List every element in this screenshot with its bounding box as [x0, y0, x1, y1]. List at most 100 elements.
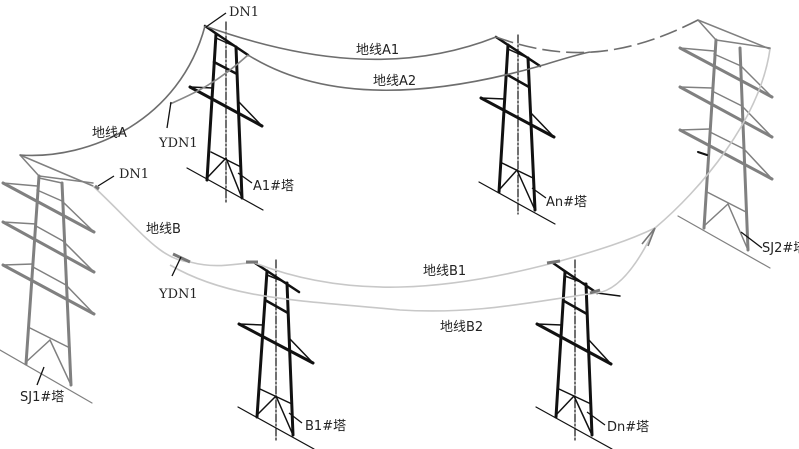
- tower-peak: [253, 261, 301, 294]
- tower-peak: [203, 24, 250, 57]
- tower-brace: [32, 266, 67, 286]
- ground-line: [478, 181, 556, 225]
- tower-arm: [189, 86, 214, 89]
- label-wire-b1: 地线B1: [423, 264, 466, 279]
- tower-brace: [516, 169, 536, 211]
- ydn1-b-fitting: [172, 252, 191, 264]
- tower-arm: [2, 221, 37, 225]
- leader-ydn1-a: [166, 101, 172, 129]
- wire-clamp-mark: [697, 151, 708, 156]
- wire-a1-dashed-old: [495, 19, 699, 54]
- label-tower-b1: B1#塔: [305, 419, 346, 434]
- tower-brace: [215, 37, 237, 48]
- tower-peak: [19, 154, 40, 177]
- tower-brace: [29, 327, 71, 349]
- tower-leg: [285, 281, 295, 437]
- tower-brace: [504, 72, 531, 89]
- ground-line: [0, 349, 93, 404]
- tower-arm: [237, 100, 263, 127]
- tower-sj1: [0, 154, 96, 404]
- tower-brace: [564, 275, 587, 285]
- tower-brace: [706, 191, 747, 213]
- tower-arm: [480, 97, 506, 100]
- leader-dn: [586, 411, 606, 426]
- leader-a1: [237, 172, 253, 184]
- tower-brace: [573, 395, 593, 436]
- tower-dn: [535, 259, 621, 449]
- ground-line: [677, 215, 771, 269]
- tower-leg: [584, 282, 594, 437]
- leader-b1: [288, 412, 303, 424]
- tower-brace: [555, 395, 575, 416]
- wire-a-lower-branch: [169, 54, 249, 105]
- leader-sj1: [36, 366, 45, 386]
- tower-brace: [38, 177, 63, 184]
- tower-leg: [24, 174, 41, 366]
- tower-brace: [25, 339, 51, 363]
- tower-peak: [697, 19, 771, 50]
- tower-peak: [38, 175, 94, 184]
- wire-arrow-icon: [641, 227, 656, 247]
- label-ydn1-a: YDN1: [158, 136, 198, 151]
- tower-arm: [1, 220, 96, 274]
- wire-group-a: [19, 19, 699, 157]
- tower-arm: [2, 182, 38, 187]
- tower-arm: [741, 105, 773, 138]
- wire-a2: [247, 51, 591, 92]
- tower-arm: [679, 47, 715, 52]
- label-wire-a1: 地线A1: [356, 43, 399, 58]
- tower-arm: [65, 284, 95, 315]
- tower-arm: [740, 65, 773, 98]
- tower-arm: [2, 263, 34, 266]
- label-tower-sj2: SJ2#塔: [762, 241, 799, 256]
- wire-b2: [169, 227, 656, 312]
- wire-group-b: [92, 48, 771, 312]
- wire-a1: [204, 25, 497, 61]
- tower-arm: [479, 96, 556, 139]
- tower-arm: [238, 323, 264, 326]
- leader-ydn1-b: [171, 256, 182, 277]
- leaders: [36, 12, 763, 426]
- tower-brace: [713, 53, 742, 67]
- fitting-mark: [546, 259, 561, 265]
- tower-brace: [225, 157, 243, 199]
- tower-brace: [711, 90, 743, 107]
- tower-brace: [212, 60, 239, 76]
- tower-leg: [205, 32, 218, 182]
- tower-brace: [498, 169, 518, 191]
- tower-peak: [697, 19, 717, 41]
- tower-arm: [679, 128, 711, 131]
- tower-arm: [587, 338, 612, 365]
- tower-brace: [256, 395, 277, 416]
- label-wire-a: 地线A: [92, 126, 127, 141]
- label-dn1-sj1: DN1: [119, 167, 149, 182]
- label-wire-a2: 地线A2: [373, 74, 416, 89]
- tower-arm: [288, 337, 314, 364]
- label-wire-b2: 地线B2: [440, 320, 483, 335]
- tower-leg: [234, 45, 244, 200]
- tower-arm: [61, 200, 95, 233]
- tower-brace: [703, 203, 729, 227]
- tower-arm: [188, 85, 264, 128]
- tower-peak: [715, 39, 771, 49]
- tower-arm: [1, 181, 96, 234]
- tower-arm: [536, 323, 563, 326]
- leader-sj2: [740, 231, 763, 249]
- tower-sj2: [677, 19, 774, 269]
- leader-dn1-top: [205, 12, 227, 28]
- tower-brace: [266, 274, 288, 284]
- tower-arm: [743, 148, 773, 180]
- tower-brace: [709, 131, 745, 150]
- tower-brace: [507, 48, 529, 59]
- tower-brace: [562, 299, 589, 316]
- tower-arm: [62, 240, 95, 273]
- label-ydn1-b: YDN1: [158, 287, 198, 302]
- tower-brace: [206, 157, 227, 179]
- wire-a: [19, 25, 206, 157]
- wire-b: [92, 185, 191, 263]
- label-wire-b: 地线B: [146, 222, 181, 237]
- tower-brace: [263, 298, 290, 315]
- tower-arm: [535, 322, 613, 366]
- tower-leg: [526, 56, 537, 212]
